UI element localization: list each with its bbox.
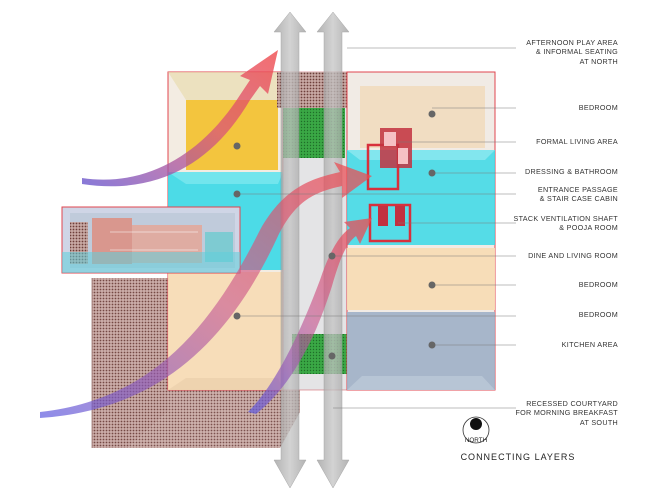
label-bedroom-top: BEDROOM [578,103,618,112]
label-recessed-courtyard: RECESSED COURTYARD FOR MORNING BREAKFAST… [515,399,618,427]
bedroom-top-room [360,86,485,148]
label-bedroom-mid: BEDROOM [578,280,618,289]
label-dressing-bathroom: DRESSING & BATHROOM [524,167,618,176]
marker-dots [233,110,436,360]
bedroom-mid-room [347,248,495,310]
label-entrance-passage: ENTRANCE PASSAGE & STAIR CASE CABIN [537,185,618,204]
diagram-caption: CONNECTING LAYERS [460,452,576,462]
dressing-room [347,150,495,245]
right-block [346,71,496,391]
peach-room-left [168,272,283,390]
leader-lines [237,47,516,409]
label-afternoon-play-area: AFTERNOON PLAY AREA & INFORMAL SEATING A… [526,38,618,66]
stack-shaft-box [366,128,412,243]
label-stack-ventilation: STACK VENTILATION SHAFT & POOJA ROOM [513,214,618,233]
perforated-mesh-volume [91,278,300,448]
label-bedroom-low: BEDROOM [578,310,618,319]
cantilever-box [61,206,241,274]
label-formal-living-area: FORMAL LIVING AREA [536,137,618,146]
label-dine-living-room: DINE AND LIVING ROOM [528,251,618,260]
north-label: NORTH [464,437,488,444]
north-compass-icon [462,416,490,444]
label-kitchen-area: KITCHEN AREA [561,340,618,349]
